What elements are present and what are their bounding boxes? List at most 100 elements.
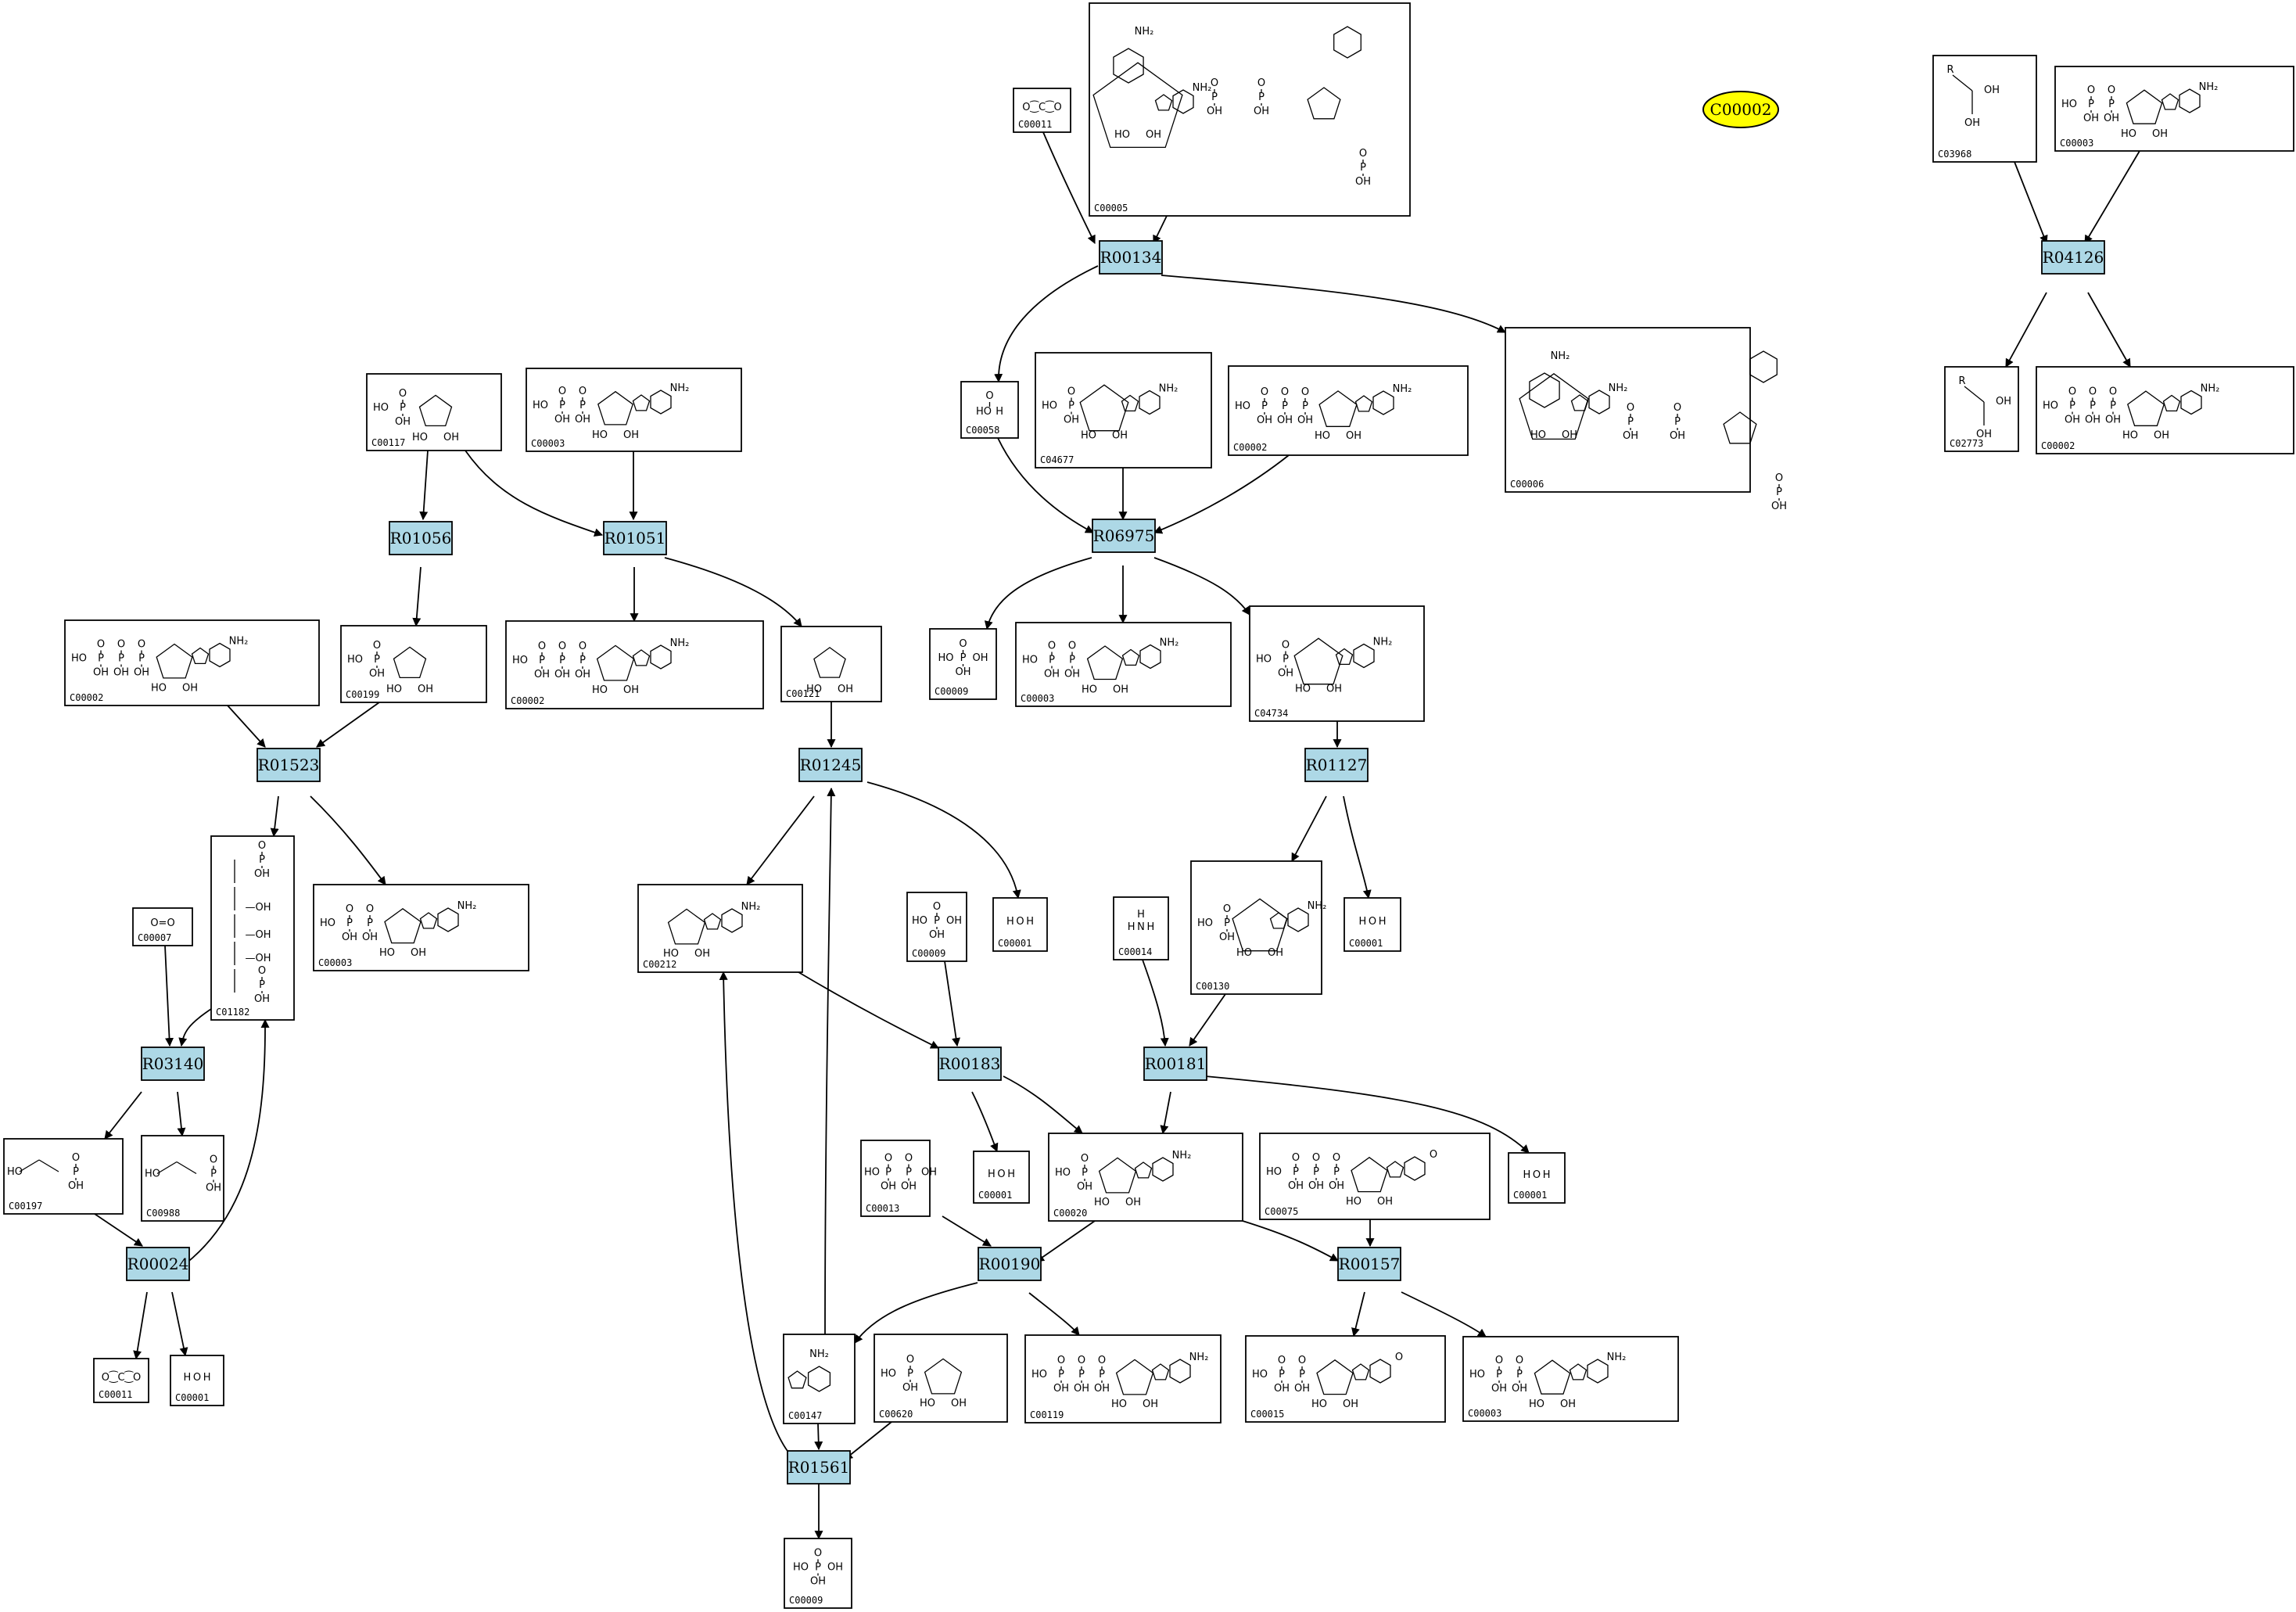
compound-box[interactable]	[313, 884, 529, 971]
compound-box[interactable]	[960, 381, 1019, 439]
compound-box[interactable]	[637, 884, 803, 973]
reaction-box[interactable]	[978, 1247, 1042, 1281]
compound-box[interactable]	[64, 619, 320, 706]
compound-box[interactable]	[1249, 605, 1425, 722]
reaction-node[interactable]: R00134	[1099, 240, 1163, 275]
compound-box[interactable]	[1259, 1133, 1491, 1220]
reaction-box[interactable]	[603, 521, 667, 555]
reaction-node[interactable]: R00190	[978, 1247, 1042, 1281]
reaction-box[interactable]	[1092, 519, 1156, 553]
highlight-ellipse[interactable]	[1702, 91, 1779, 128]
compound-box[interactable]	[340, 625, 487, 703]
compound-box[interactable]	[1932, 55, 2037, 163]
reaction-box[interactable]	[1337, 1247, 1401, 1281]
reaction-box[interactable]	[787, 1450, 851, 1485]
compound-box[interactable]	[1048, 1133, 1243, 1222]
reaction-node[interactable]: R04126	[2041, 240, 2105, 275]
compound-box[interactable]	[210, 835, 295, 1021]
reaction-box[interactable]	[2041, 240, 2105, 275]
reaction-box[interactable]	[938, 1047, 1002, 1081]
reaction-node[interactable]: R01056	[389, 521, 453, 555]
compound-box[interactable]	[2054, 66, 2294, 152]
compound-box[interactable]	[2036, 366, 2294, 454]
reaction-box[interactable]	[798, 748, 863, 782]
reaction-node[interactable]: R00181	[1143, 1047, 1207, 1081]
compound-box[interactable]	[1015, 622, 1232, 707]
reaction-node[interactable]: R01051	[603, 521, 667, 555]
compound-box[interactable]	[141, 1135, 224, 1222]
compound-box[interactable]	[93, 1358, 149, 1403]
compound-box[interactable]	[1024, 1334, 1222, 1424]
reaction-node[interactable]: R01245	[798, 748, 863, 782]
reaction-box[interactable]	[1143, 1047, 1207, 1081]
highlight-node[interactable]: C00002	[1702, 91, 1779, 128]
reaction-node[interactable]: R00024	[126, 1247, 190, 1281]
reaction-box[interactable]	[1304, 748, 1369, 782]
compound-box[interactable]	[170, 1355, 224, 1406]
compound-box[interactable]	[1462, 1336, 1679, 1422]
compound-box[interactable]	[780, 626, 882, 702]
compound-box[interactable]	[874, 1334, 1008, 1423]
compound-box[interactable]	[3, 1138, 124, 1215]
compound-box[interactable]	[132, 907, 193, 946]
reaction-box[interactable]	[1099, 240, 1163, 275]
compound-box[interactable]	[366, 373, 502, 451]
compound-box[interactable]	[1013, 88, 1071, 133]
reaction-node[interactable]: R01561	[787, 1450, 851, 1485]
reaction-node[interactable]: R01523	[257, 748, 321, 782]
compound-box[interactable]	[526, 368, 742, 452]
compound-box[interactable]	[1113, 896, 1169, 960]
compound-box[interactable]	[783, 1334, 856, 1424]
compound-box[interactable]	[1505, 327, 1751, 493]
compound-box[interactable]	[1944, 366, 2019, 452]
compound-box[interactable]	[860, 1140, 931, 1217]
reaction-box[interactable]	[141, 1047, 205, 1081]
reaction-node[interactable]: R06975	[1092, 519, 1156, 553]
reaction-box[interactable]	[126, 1247, 190, 1281]
reaction-node[interactable]: R00183	[938, 1047, 1002, 1081]
compound-box[interactable]	[973, 1151, 1030, 1204]
reaction-box[interactable]	[257, 748, 321, 782]
compound-box[interactable]	[1190, 860, 1322, 995]
reaction-node[interactable]: R03140	[141, 1047, 205, 1081]
reaction-node[interactable]: R00157	[1337, 1247, 1401, 1281]
compound-box[interactable]	[1035, 352, 1212, 469]
